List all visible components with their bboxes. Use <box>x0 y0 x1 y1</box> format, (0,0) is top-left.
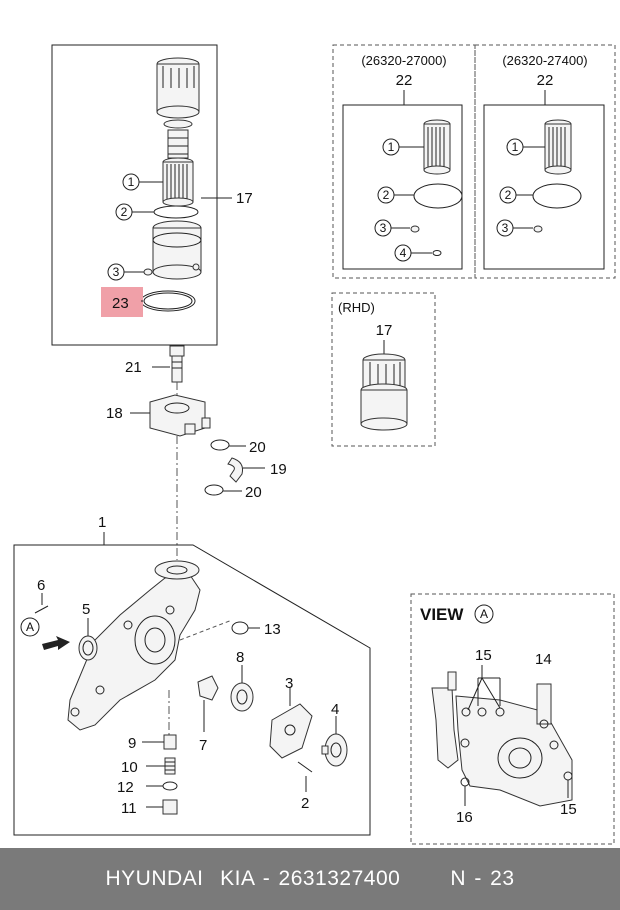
view-a-label: VIEW <box>420 605 464 624</box>
filter-assembly-frame <box>51 44 218 346</box>
callout-20-upper: 20 <box>249 439 266 456</box>
callout-17: 17 <box>236 190 253 207</box>
view-direction-arrow <box>42 636 70 650</box>
variant-b-o-ring <box>532 183 582 209</box>
view-a-bolt-c <box>461 707 471 717</box>
footer-bar: HYUNDAI KIA - 2631327400 N - 23 <box>0 848 620 910</box>
filter-cartridge-top <box>156 57 200 129</box>
variant-b-part-no: (26320-27400) <box>502 53 587 68</box>
rhd-frame <box>331 292 436 447</box>
variant-a-o-ring <box>413 183 463 209</box>
variant-b-filter-element <box>544 119 572 175</box>
view-a-bolt-e <box>539 719 549 729</box>
view-a-callout-16: 16 <box>456 809 473 826</box>
view-a-marker <box>20 617 40 637</box>
variant-a-callout-3: 3 <box>380 221 387 235</box>
variant-b-frame <box>474 44 616 279</box>
variant-a-filter-element <box>423 119 451 175</box>
parts-diagram: 1 2 3 23 17 (26320-27000) 22 1 2 3 4 (26… <box>13 44 616 845</box>
variant-b-callout-1: 1 <box>512 140 519 154</box>
filter-center-tube <box>167 129 189 159</box>
clamp-20-upper <box>210 439 230 451</box>
footer-text: HYUNDAI KIA - 2631327400 N - 23 <box>105 867 515 890</box>
variant-b-callout-3: 3 <box>502 221 509 235</box>
variant-a-callout-1: 1 <box>388 140 395 154</box>
callout-20-lower: 20 <box>245 484 262 501</box>
hose-19 <box>227 457 243 483</box>
bolt-2 <box>297 761 313 773</box>
variant-a-small-ring <box>432 250 442 256</box>
callout-18: 18 <box>106 405 123 422</box>
inner-rotor-7 <box>197 675 219 701</box>
view-a-pump-housing <box>431 671 573 807</box>
connector-21 <box>169 345 185 383</box>
callout-10: 10 <box>121 759 138 776</box>
callout-23: 23 <box>112 295 129 312</box>
variant-a-frame <box>332 44 476 279</box>
pump-cover-3 <box>269 703 313 759</box>
variant-b-inner-frame <box>483 104 605 270</box>
callout-4: 4 <box>331 701 339 718</box>
variant-a-washer <box>410 225 420 233</box>
o-ring-13 <box>231 621 249 635</box>
oil-pump-frame <box>13 544 371 836</box>
callout-6: 6 <box>37 577 45 594</box>
variant-b-washer <box>533 225 543 233</box>
view-a-callout-15-top: 15 <box>475 647 492 664</box>
filter-bracket-18 <box>149 394 211 437</box>
callout-11: 11 <box>121 800 137 817</box>
callout-21: 21 <box>125 359 142 376</box>
plug-11 <box>162 799 178 815</box>
callout-3-main: 3 <box>285 675 293 692</box>
view-a-callout-14: 14 <box>535 651 552 668</box>
washer-3 <box>143 268 153 276</box>
clamp-20-lower <box>204 484 224 496</box>
rhd-callout-17: 17 <box>376 322 393 339</box>
callout-5: 5 <box>82 601 90 618</box>
variant-a-inner-frame <box>342 104 463 270</box>
view-a-frame <box>410 593 615 845</box>
filter-housing <box>152 220 202 280</box>
variant-a-callout-2: 2 <box>383 188 390 202</box>
rhd-filter-cartridge <box>360 353 408 431</box>
variant-b-callout-2: 2 <box>505 188 512 202</box>
pin-6 <box>34 605 49 614</box>
callout-12: 12 <box>117 779 134 796</box>
gasket-12 <box>162 781 178 791</box>
oil-pump-housing <box>67 560 201 731</box>
callout-8: 8 <box>236 649 244 666</box>
view-a-bolt-a <box>477 707 487 717</box>
oil-seal-5 <box>78 635 98 661</box>
callout-1-main: 1 <box>98 514 106 531</box>
view-a-marker-letter: A <box>26 620 34 634</box>
view-a-callout-15-bottom: 15 <box>560 801 577 818</box>
outer-rotor-8 <box>230 682 254 712</box>
callout-1: 1 <box>128 175 135 189</box>
view-a-bolt-f <box>549 740 559 750</box>
view-a-label-marker <box>474 604 494 624</box>
callout-3: 3 <box>113 265 120 279</box>
variant-b-callout-22: 22 <box>537 72 554 89</box>
callout-2-main: 2 <box>301 795 309 812</box>
o-ring-23 <box>140 290 196 312</box>
view-a-bolt-d <box>460 738 470 748</box>
callout-19: 19 <box>270 461 287 478</box>
callout-2: 2 <box>121 205 128 219</box>
variant-a-callout-4: 4 <box>400 246 407 260</box>
highlight-23 <box>101 287 143 317</box>
callout-7: 7 <box>199 737 207 754</box>
callout-9: 9 <box>128 735 136 752</box>
filter-element-1 <box>162 157 194 207</box>
variant-a-callout-22: 22 <box>396 72 413 89</box>
plug-9 <box>163 734 177 750</box>
variant-a-part-no: (26320-27000) <box>361 53 446 68</box>
view-a-label-letter: A <box>480 607 488 621</box>
o-ring-2 <box>153 205 199 219</box>
callout-13: 13 <box>264 621 281 638</box>
rhd-label: (RHD) <box>338 300 375 315</box>
